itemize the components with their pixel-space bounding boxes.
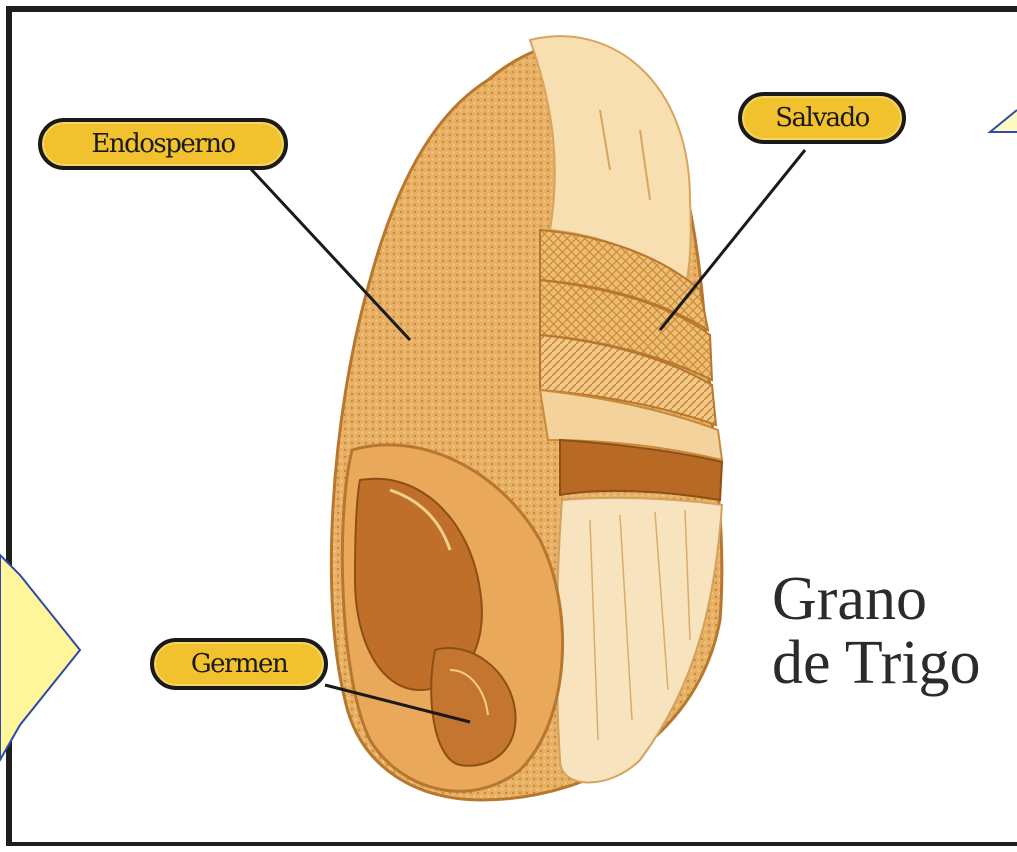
star-callout-shape (0, 555, 80, 760)
germ-label: Germen (150, 638, 328, 690)
title-line-1: Grano (772, 568, 927, 630)
grain-inner-fiber (557, 498, 722, 783)
bran-label: Salvado (738, 92, 906, 144)
title-line-2: de Trigo (772, 632, 980, 694)
corner-callout-shape (990, 110, 1017, 132)
endosperm-label: Endosperno (38, 118, 288, 170)
